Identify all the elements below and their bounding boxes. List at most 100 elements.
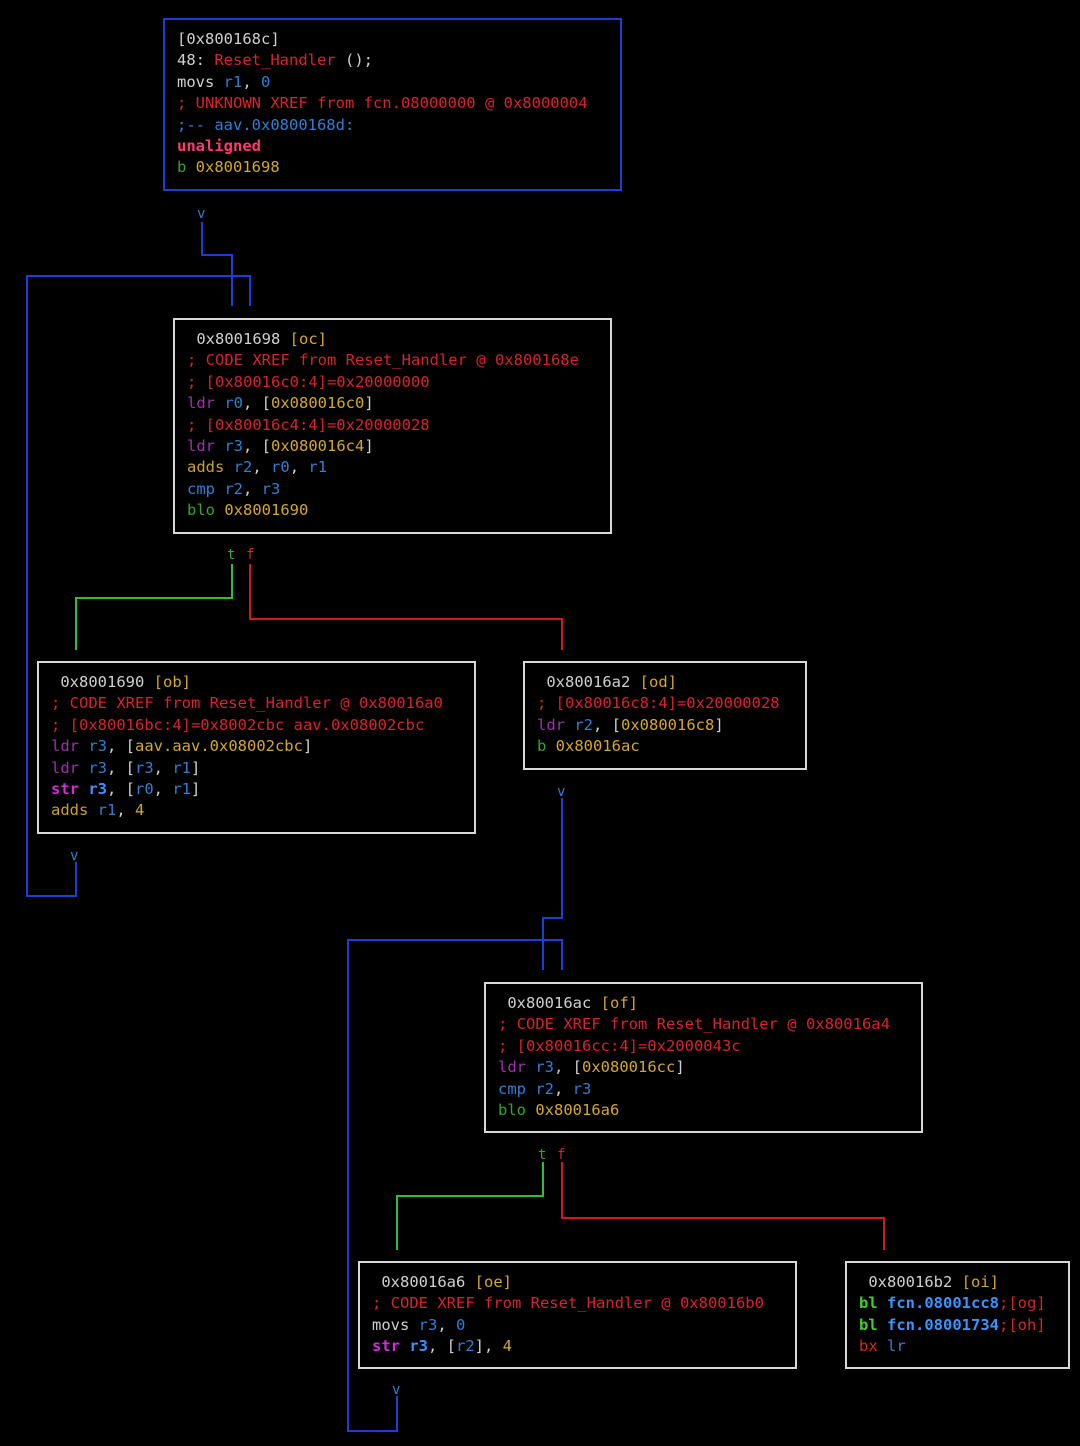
- asm-token: [oe]: [474, 1273, 512, 1291]
- asm-token: ; [0x80016cc:4]=0x2000043c: [498, 1036, 741, 1055]
- asm-line[interactable]: ; [0x80016bc:4]=0x8002cbc aav.0x08002cbc: [51, 715, 464, 736]
- asm-token: ,: [243, 479, 262, 498]
- asm-line[interactable]: ; [0x80016c4:4]=0x20000028: [187, 415, 600, 436]
- asm-line[interactable]: blo 0x8001690: [187, 500, 600, 521]
- graph-node-0x80016a2[interactable]: 0x80016a2 [od]; [0x80016c8:4]=0x20000028…: [523, 661, 807, 770]
- asm-line[interactable]: b 0x80016ac: [537, 736, 795, 757]
- graph-node-0x80016ac[interactable]: 0x80016ac [of]; CODE XREF from Reset_Han…: [484, 982, 923, 1133]
- graph-node-0x800168c[interactable]: [0x800168c]48: Reset_Handler ();movs r1,…: [163, 18, 622, 191]
- asm-line[interactable]: ; CODE XREF from Reset_Handler @ 0x80016…: [51, 693, 464, 714]
- asm-line[interactable]: 48: Reset_Handler ();: [177, 50, 610, 71]
- asm-line[interactable]: ; CODE XREF from Reset_Handler @ 0x80016…: [498, 1014, 911, 1035]
- asm-token: 0x8001698: [195, 158, 280, 177]
- edge-loop-16a6-16ac: [347, 939, 563, 1432]
- asm-line[interactable]: bx lr: [859, 1336, 1058, 1357]
- asm-token: 4: [502, 1337, 513, 1356]
- asm-token: ,: [153, 779, 173, 798]
- asm-token: blo: [498, 1100, 536, 1119]
- asm-line[interactable]: bl fcn.08001cc8;[og]: [859, 1293, 1058, 1314]
- asm-token: 0x8001698: [187, 330, 290, 348]
- asm-line[interactable]: ldr r3, [0x080016c4]: [187, 436, 600, 457]
- edge-true-label: t: [227, 547, 236, 563]
- graph-node-0x80016a6[interactable]: 0x80016a6 [oe]; CODE XREF from Reset_Han…: [358, 1261, 797, 1369]
- asm-line[interactable]: movs r1, 0: [177, 72, 610, 93]
- edge-true-1698-1690: [75, 564, 233, 650]
- asm-token: ; UNKNOWN XREF from fcn.08000000 @ 0x800…: [177, 94, 588, 113]
- asm-line[interactable]: unaligned: [177, 136, 610, 157]
- asm-token: r2: [233, 458, 253, 477]
- asm-line[interactable]: ldr r3, [r3, r1]: [51, 758, 464, 779]
- asm-line[interactable]: ldr r3, [0x080016cc]: [498, 1057, 911, 1078]
- asm-line[interactable]: movs r3, 0: [372, 1315, 785, 1336]
- asm-line[interactable]: blo 0x80016a6: [498, 1100, 911, 1121]
- asm-token: ]: [364, 394, 374, 413]
- asm-token: ,: [289, 458, 309, 477]
- asm-token: ;[og]: [998, 1294, 1046, 1313]
- asm-token: r1: [172, 758, 192, 777]
- asm-token: adds: [51, 801, 98, 820]
- asm-token: ]: [675, 1058, 685, 1077]
- asm-token: r2: [224, 479, 243, 498]
- asm-line[interactable]: b 0x8001698: [177, 157, 610, 178]
- asm-line[interactable]: cmp r2, r3: [187, 479, 600, 500]
- asm-token: r0: [135, 779, 154, 798]
- asm-token: , [: [243, 394, 271, 413]
- asm-line[interactable]: ; UNKNOWN XREF from fcn.08000000 @ 0x800…: [177, 93, 610, 114]
- asm-token: ;[oh]: [998, 1315, 1046, 1334]
- asm-line[interactable]: 0x8001698 [oc]: [187, 329, 600, 350]
- asm-line[interactable]: bl fcn.08001734;[oh]: [859, 1315, 1058, 1336]
- asm-token: ,: [153, 758, 173, 777]
- asm-line[interactable]: 0x80016a6 [oe]: [372, 1272, 785, 1293]
- asm-token: ldr: [537, 715, 575, 734]
- asm-token: r3: [409, 1337, 428, 1356]
- asm-line[interactable]: ldr r3, [aav.aav.0x08002cbc]: [51, 736, 464, 757]
- asm-line[interactable]: [0x800168c]: [177, 29, 610, 50]
- asm-line[interactable]: 0x8001690 [ob]: [51, 672, 464, 693]
- asm-token: ]: [302, 737, 313, 756]
- asm-token: ldr: [51, 737, 89, 756]
- asm-line[interactable]: ; [0x80016c8:4]=0x20000028: [537, 693, 795, 714]
- asm-line[interactable]: adds r2, r0, r1: [187, 457, 600, 478]
- asm-line[interactable]: cmp r2, r3: [498, 1079, 911, 1100]
- asm-line[interactable]: ; [0x80016c0:4]=0x20000000: [187, 372, 600, 393]
- asm-line[interactable]: 0x80016b2 [oi]: [859, 1272, 1058, 1293]
- asm-line[interactable]: 0x80016ac [of]: [498, 993, 911, 1014]
- asm-token: ; CODE XREF from Reset_Handler @ 0x80016…: [498, 1015, 890, 1034]
- asm-line[interactable]: ; CODE XREF from Reset_Handler @ 0x80016…: [372, 1293, 785, 1314]
- asm-token: [oi]: [961, 1273, 999, 1291]
- edge-true-16ac-16a6: [396, 1162, 544, 1250]
- asm-token: 0x080016c4: [271, 436, 365, 455]
- graph-node-0x80016b2[interactable]: 0x80016b2 [oi]bl fcn.08001cc8;[og]bl fcn…: [845, 1261, 1070, 1369]
- graph-node-0x8001690[interactable]: 0x8001690 [ob]; CODE XREF from Reset_Han…: [37, 661, 476, 834]
- asm-token: r1: [172, 779, 192, 798]
- edge-jump-168c-1698: [201, 222, 233, 306]
- asm-line[interactable]: str r3, [r0, r1]: [51, 779, 464, 800]
- graph-node-0x8001698[interactable]: 0x8001698 [oc]; CODE XREF from Reset_Han…: [173, 318, 612, 534]
- asm-token: bl: [859, 1294, 887, 1313]
- asm-line[interactable]: ldr r0, [0x080016c0]: [187, 393, 600, 414]
- asm-token: r3: [572, 1079, 592, 1098]
- asm-line[interactable]: ; CODE XREF from Reset_Handler @ 0x80016…: [187, 350, 600, 371]
- asm-token: fcn.08001734: [887, 1315, 999, 1334]
- asm-token: ]: [714, 715, 724, 734]
- asm-token: r3: [88, 737, 107, 756]
- asm-line[interactable]: 0x80016a2 [od]: [537, 672, 795, 693]
- asm-token: r1: [97, 801, 117, 820]
- asm-token: r3: [261, 479, 281, 498]
- asm-token: ldr: [187, 436, 225, 455]
- asm-token: , [: [554, 1058, 582, 1077]
- asm-line[interactable]: ;-- aav.0x0800168d:: [177, 115, 610, 136]
- asm-line[interactable]: adds r1, 4: [51, 800, 464, 821]
- asm-token: r1: [223, 72, 243, 91]
- asm-line[interactable]: ; [0x80016cc:4]=0x2000043c: [498, 1036, 911, 1057]
- asm-token: 48:: [177, 51, 215, 70]
- asm-token: 0x80016ac: [498, 994, 601, 1012]
- asm-token: r2: [574, 715, 593, 734]
- asm-line[interactable]: str r3, [r2], 4: [372, 1336, 785, 1357]
- asm-token: 0x080016c0: [271, 394, 365, 413]
- asm-token: bl: [859, 1315, 887, 1334]
- asm-token: 0: [261, 72, 271, 91]
- asm-line[interactable]: ldr r2, [0x080016c8]: [537, 715, 795, 736]
- asm-token: ,: [116, 801, 136, 820]
